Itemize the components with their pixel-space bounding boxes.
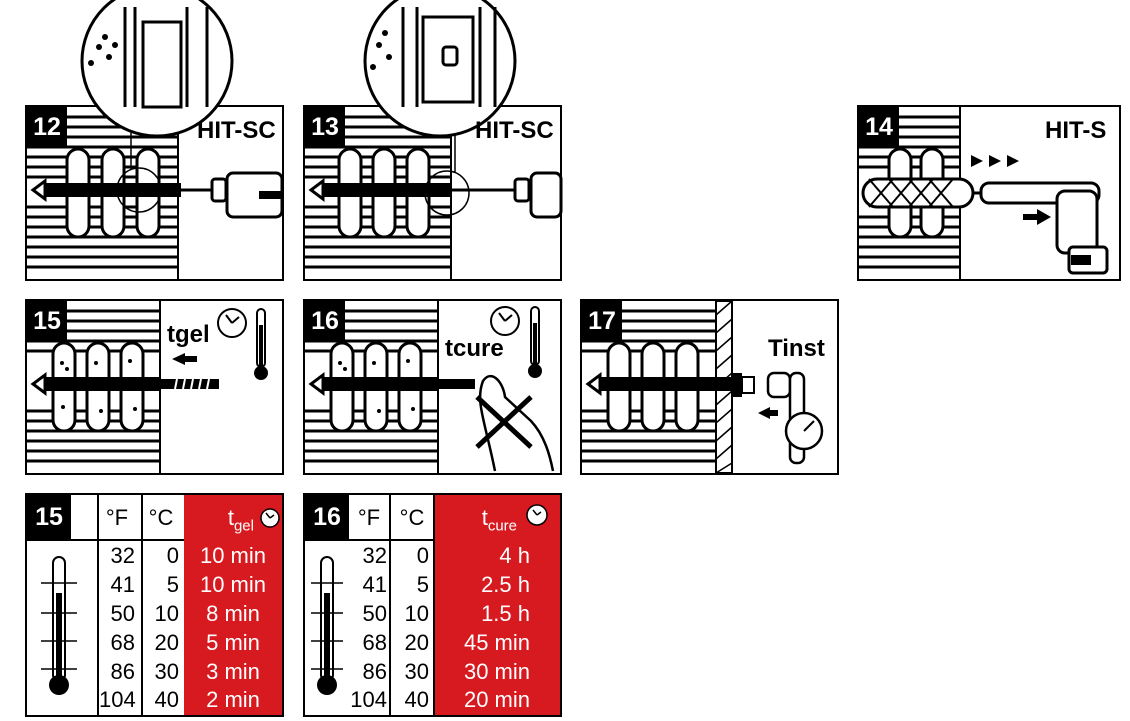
gel-time-table: 15 °F °C tgel 32 0 10 min 41 5 10 min 50…: [25, 493, 284, 717]
gel-row-f: 32: [110, 543, 135, 568]
step-14-illustration: [859, 107, 1109, 279]
gel-table-divider-c: [141, 495, 143, 715]
cure-table-number: 16: [305, 495, 349, 539]
cure-row-f: 32: [362, 543, 387, 568]
gel-table-divider-f: [97, 495, 99, 715]
step-17-panel: 17 Tinst: [580, 299, 839, 475]
step-16-label: tcure: [445, 335, 504, 362]
step-13-panel: 13 HIT-SC: [303, 0, 563, 281]
gel-row-c: 20: [154, 630, 179, 655]
step-12-panel: 12 HIT-SC: [25, 0, 284, 281]
gel-row-t: 2 min: [206, 687, 260, 712]
gel-col-f-header: °F: [105, 505, 129, 530]
cure-row-f: 104: [350, 687, 387, 712]
gel-col-t-sub: gel: [233, 517, 254, 535]
cure-table-divider-c: [433, 495, 435, 715]
gel-row-c: 10: [154, 601, 179, 626]
cure-row-c: 5: [416, 572, 429, 597]
gel-row-t: 5 min: [206, 630, 260, 655]
gel-row-c: 30: [154, 659, 179, 684]
cure-row-f: 41: [362, 572, 387, 597]
cure-row-c: 10: [404, 601, 429, 626]
cure-row-f: 68: [362, 630, 387, 655]
step-15-label: tgel: [167, 321, 210, 348]
cure-row-f: 50: [362, 601, 387, 626]
cure-row-c: 40: [404, 687, 429, 712]
gel-row-f: 41: [110, 572, 135, 597]
cure-col-f-header: °F: [357, 505, 381, 530]
cure-time-column: [435, 495, 560, 715]
cure-row-t: 20 min: [463, 687, 530, 712]
cure-table-divider-f: [389, 495, 391, 715]
step-16-illustration: [305, 301, 555, 473]
step-12-number: 12: [27, 107, 67, 147]
step-14-panel: 14 HIT-S: [857, 105, 1121, 281]
step-13-illustration: [305, 0, 563, 279]
cure-col-t-sub: cure: [487, 517, 517, 535]
cure-row-t: 45 min: [463, 630, 530, 655]
cure-row-t: 4 h: [499, 543, 530, 568]
gel-col-t-main: t: [227, 505, 234, 530]
gel-row-f: 104: [99, 687, 136, 712]
gel-row-c: 0: [166, 543, 179, 568]
gel-time-column: [184, 495, 282, 715]
gel-row-f: 50: [110, 601, 135, 626]
gel-row-t: 10 min: [199, 543, 267, 568]
cure-row-c: 30: [404, 659, 429, 684]
cure-row-f: 86: [362, 659, 387, 684]
step-13-number: 13: [305, 107, 345, 147]
clock-icon: [526, 504, 548, 526]
gel-row-t: 3 min: [206, 659, 260, 684]
cure-col-t-header: tcure: [435, 505, 517, 534]
step-13-label: HIT-SC: [475, 117, 554, 144]
cure-col-t-main: t: [481, 505, 488, 530]
thermometer-icon: [311, 556, 343, 695]
gel-col-t-header: tgel: [184, 505, 254, 534]
step-12-illustration: [27, 0, 284, 279]
step-15-panel: 15 tgel: [25, 299, 284, 475]
gel-row-c: 40: [154, 687, 179, 712]
cure-row-t: 2.5 h: [481, 572, 530, 597]
cure-row-c: 20: [404, 630, 429, 655]
cure-row-t: 30 min: [463, 659, 530, 684]
cure-time-table: 16 °F °C tcure 32 0 4 h 41 5 2.5 h 50 10…: [303, 493, 562, 717]
gel-row-t: 10 min: [199, 572, 267, 597]
step-15-number: 15: [27, 301, 67, 341]
cure-row-c: 0: [416, 543, 429, 568]
gel-col-c-header: °C: [148, 505, 174, 530]
step-15-illustration: [27, 301, 268, 473]
gel-table-header-line: [27, 495, 282, 541]
gel-row-f: 68: [110, 630, 135, 655]
clock-icon: [260, 508, 280, 528]
gel-table-number: 15: [27, 495, 71, 539]
step-16-number: 16: [305, 301, 345, 341]
step-17-label: Tinst: [768, 335, 825, 362]
step-16-panel: 16 tcure: [303, 299, 562, 475]
gel-row-c: 5: [166, 572, 179, 597]
step-12-label: HIT-SC: [197, 117, 276, 144]
step-17-illustration: [582, 300, 824, 474]
step-14-number: 14: [859, 107, 899, 147]
step-14-label: HIT-S: [1045, 117, 1107, 144]
step-17-number: 17: [582, 301, 622, 341]
gel-row-t: 8 min: [206, 601, 260, 626]
thermometer-icon: [41, 556, 77, 695]
cure-col-c-header: °C: [399, 505, 425, 530]
gel-row-f: 86: [110, 659, 135, 684]
cure-row-t: 1.5 h: [481, 601, 530, 626]
cure-table-header-line: [305, 495, 560, 541]
